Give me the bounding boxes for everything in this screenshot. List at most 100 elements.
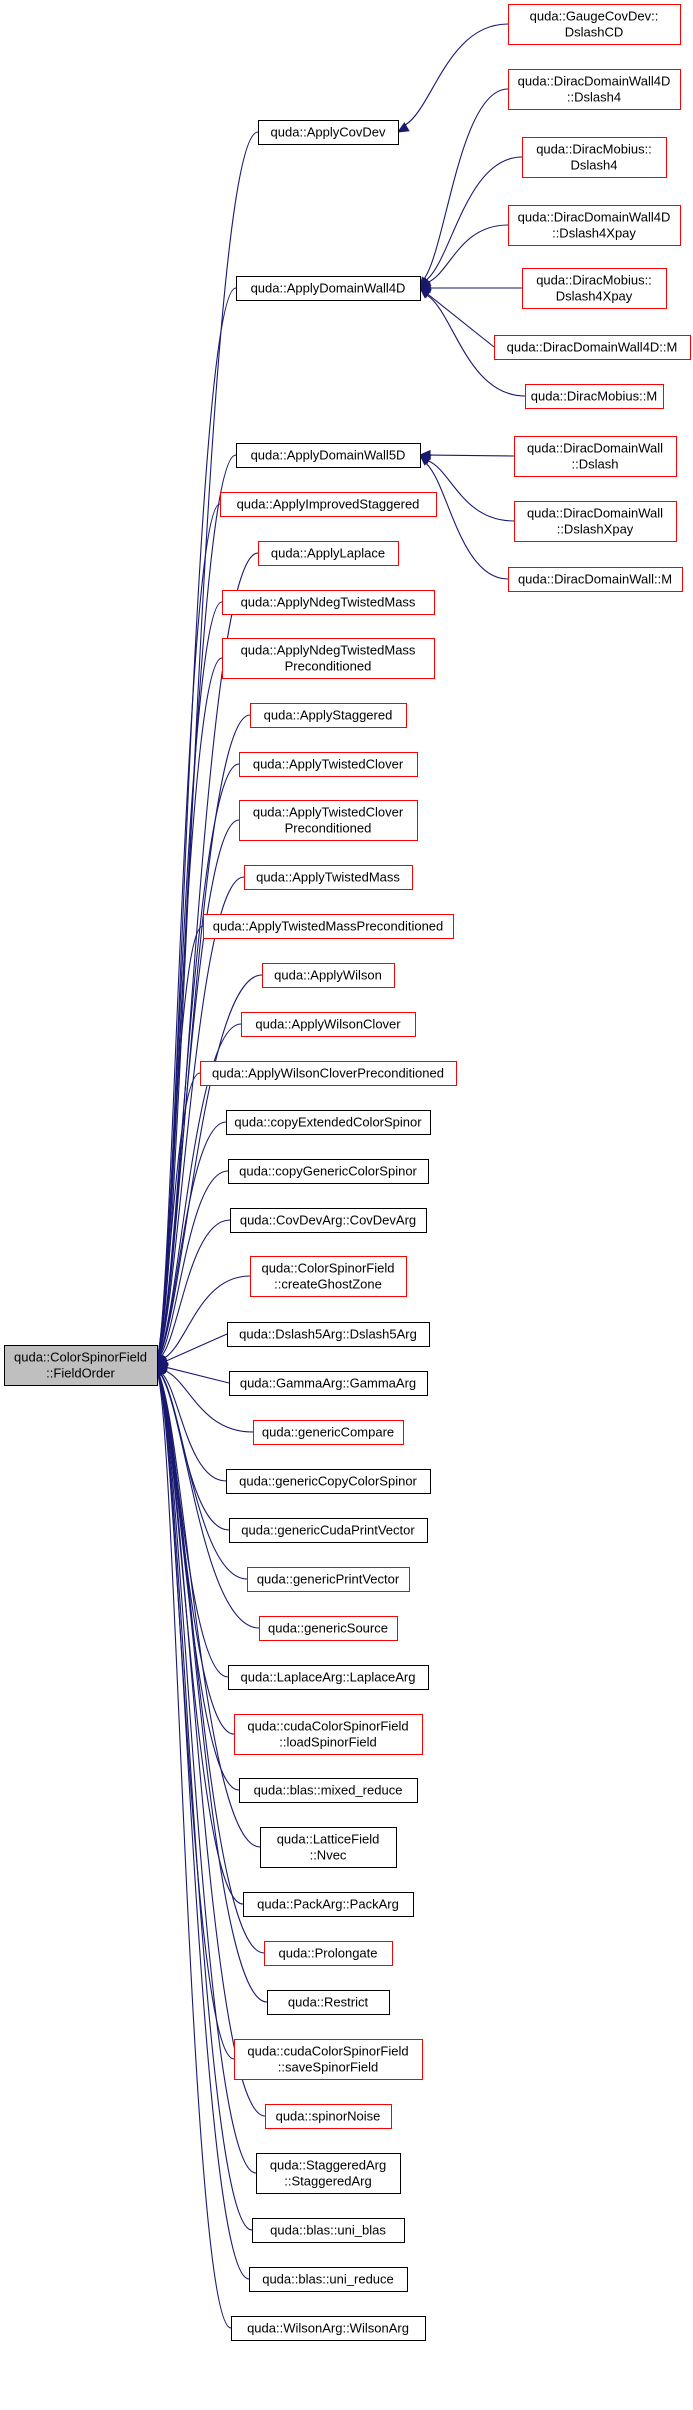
node-box: [220, 492, 437, 517]
node-box: [234, 2039, 423, 2080]
edge-n6-n5: [427, 224, 509, 283]
node-label: ::FieldOrder: [46, 1366, 115, 1381]
edge-root-n10: [157, 454, 237, 1356]
node-label: quda::ApplyTwistedMass: [256, 870, 400, 885]
node-quda-diracdomainwall4d-m[interactable]: quda::DiracDomainWall4D::M: [494, 335, 691, 360]
node-quda-diracdomainwall4d-dslash4xpay[interactable]: quda::DiracDomainWall4D::Dslash4Xpay: [508, 205, 681, 246]
node-quda-blas-mixed-reduce[interactable]: quda::blas::mixed_reduce: [239, 1778, 418, 1803]
node-label: quda::ApplyWilsonCloverPreconditioned: [212, 1066, 444, 1081]
node-label: quda::copyGenericColorSpinor: [239, 1164, 417, 1179]
node-quda-copygenericcolorspinor[interactable]: quda::copyGenericColorSpinor: [228, 1159, 429, 1184]
edge-n6-n8: [427, 293, 495, 348]
node-box: [259, 1616, 398, 1641]
node-quda-latticefield-nvec[interactable]: quda::LatticeField::Nvec: [260, 1827, 397, 1868]
node-quda-colorspinorfield-fieldorder[interactable]: quda::ColorSpinorField::FieldOrder: [4, 1345, 158, 1386]
edge-root-n30: [165, 1333, 228, 1362]
node-label: quda::blas::mixed_reduce: [254, 1783, 403, 1798]
node-quda-applydomainwall5d[interactable]: quda::ApplyDomainWall5D: [236, 443, 421, 468]
node-quda-laplacearg-laplacearg[interactable]: quda::LaplaceArg::LaplaceArg: [228, 1665, 429, 1690]
node-quda-wilsonarg-wilsonarg[interactable]: quda::WilsonArg::WilsonArg: [231, 2316, 426, 2341]
node-label: quda::StaggeredArg: [270, 2158, 386, 2173]
node-quda-diracmobius-dslash4[interactable]: quda::DiracMobius::Dslash4: [522, 137, 667, 178]
node-quda-spinornoise[interactable]: quda::spinorNoise: [265, 2104, 392, 2129]
node-label: quda::ApplyStaggered: [264, 708, 393, 723]
node-quda-gaugecovdev-dslashcd[interactable]: quda::GaugeCovDev::DslashCD: [508, 4, 681, 45]
edge-n6-n4: [425, 156, 523, 281]
node-quda-diracmobius-m[interactable]: quda::DiracMobius::M: [525, 384, 664, 409]
node-quda-diracdomainwall-m[interactable]: quda::DiracDomainWall::M: [508, 567, 683, 592]
node-quda-genericcompare[interactable]: quda::genericCompare: [253, 1420, 404, 1445]
node-quda-genericcudaprintvector[interactable]: quda::genericCudaPrintVector: [229, 1518, 428, 1543]
node-label: Dslash4: [571, 158, 618, 173]
node-label: quda::LaplaceArg::LaplaceArg: [241, 1670, 416, 1685]
node-box: [260, 1827, 397, 1868]
node-label: quda::ColorSpinorField: [14, 1350, 147, 1365]
node-label: quda::GaugeCovDev::: [530, 9, 659, 24]
edge-root-n21: [158, 876, 245, 1356]
node-label: quda::Restrict: [288, 1995, 369, 2010]
node-label: quda::cudaColorSpinorField: [247, 2044, 408, 2059]
node-label: quda::DiracDomainWall: [527, 506, 663, 521]
node-quda-copyextendedcolorspinor[interactable]: quda::copyExtendedColorSpinor: [226, 1110, 431, 1135]
node-quda-applyndegtwistedmass[interactable]: quda::ApplyNdegTwistedMass: [222, 590, 435, 615]
node-quda-cudacolorspinorfield-savespinorfield[interactable]: quda::cudaColorSpinorField::saveSpinorFi…: [234, 2039, 423, 2080]
edge-root-n28: [161, 1219, 231, 1357]
node-box: [4, 1345, 158, 1386]
node-quda-blas-uni-blas[interactable]: quda::blas::uni_blas: [252, 2218, 405, 2243]
node-quda-applydomainwall4d[interactable]: quda::ApplyDomainWall4D: [236, 276, 421, 301]
node-quda-applywilsoncloverpreconditioned[interactable]: quda::ApplyWilsonCloverPreconditioned: [200, 1061, 457, 1086]
node-quda-covdevarg-covdevarg[interactable]: quda::CovDevArg::CovDevArg: [230, 1208, 427, 1233]
node-quda-prolongate[interactable]: quda::Prolongate: [264, 1941, 393, 1966]
node-label: quda::copyExtendedColorSpinor: [234, 1115, 422, 1130]
node-box: [203, 914, 454, 939]
node-quda-dslash5arg-dslash5arg[interactable]: quda::Dslash5Arg::Dslash5Arg: [227, 1322, 430, 1347]
node-quda-blas-uni-reduce[interactable]: quda::blas::uni_reduce: [249, 2267, 408, 2292]
node-quda-staggeredarg-staggeredarg[interactable]: quda::StaggeredArg::StaggeredArg: [256, 2153, 401, 2194]
node-label: quda::ApplyTwistedClover: [253, 805, 404, 820]
node-box: [267, 1990, 390, 2015]
node-label: DslashCD: [565, 25, 624, 40]
node-quda-genericcopycolorspinor[interactable]: quda::genericCopyColorSpinor: [226, 1469, 431, 1494]
node-box: [200, 1061, 457, 1086]
node-quda-gammaarg-gammaarg[interactable]: quda::GammaArg::GammaArg: [229, 1371, 428, 1396]
node-quda-genericprintvector[interactable]: quda::genericPrintVector: [247, 1567, 410, 1592]
node-box: [256, 2153, 401, 2194]
node-box: [494, 335, 691, 360]
edge-root-n32: [164, 1370, 254, 1433]
node-quda-packarg-packarg[interactable]: quda::PackArg::PackArg: [243, 1892, 414, 1917]
node-quda-applystaggered[interactable]: quda::ApplyStaggered: [250, 703, 407, 728]
node-box: [243, 1892, 414, 1917]
node-box: [234, 1714, 423, 1755]
node-box: [249, 2267, 408, 2292]
node-label: quda::spinorNoise: [276, 2109, 381, 2124]
node-quda-diracdomainwall-dslashxpay[interactable]: quda::DiracDomainWall::DslashXpay: [514, 501, 677, 542]
node-quda-applytwistedclover[interactable]: quda::ApplyTwistedClover: [239, 752, 418, 777]
node-label: quda::DiracMobius::M: [531, 389, 657, 404]
node-label: quda::WilsonArg::WilsonArg: [247, 2321, 409, 2336]
node-box: [227, 1322, 430, 1347]
nodes-layer: quda::ColorSpinorField::FieldOrderquda::…: [4, 4, 691, 2341]
node-quda-applytwistedmasspreconditioned[interactable]: quda::ApplyTwistedMassPreconditioned: [203, 914, 454, 939]
node-quda-cudacolorspinorfield-loadspinorfield[interactable]: quda::cudaColorSpinorField::loadSpinorFi…: [234, 1714, 423, 1755]
node-quda-applytwistedmass[interactable]: quda::ApplyTwistedMass: [244, 865, 413, 890]
edge-root-n43: [158, 1374, 268, 2003]
node-label: quda::Prolongate: [278, 1946, 377, 1961]
node-box: [228, 1665, 429, 1690]
node-quda-applylaplace[interactable]: quda::ApplyLaplace: [258, 541, 399, 566]
node-quda-applywilson[interactable]: quda::ApplyWilson: [262, 963, 395, 988]
node-quda-applywilsonclover[interactable]: quda::ApplyWilsonClover: [241, 1012, 416, 1037]
node-box: [226, 1469, 431, 1494]
node-quda-restrict[interactable]: quda::Restrict: [267, 1990, 390, 2015]
node-quda-genericsource[interactable]: quda::genericSource: [259, 1616, 398, 1641]
node-quda-diracdomainwall-dslash[interactable]: quda::DiracDomainWall::Dslash: [514, 436, 677, 477]
node-quda-diracdomainwall4d-dslash4[interactable]: quda::DiracDomainWall4D::Dslash4: [508, 69, 681, 110]
node-label: ::StaggeredArg: [284, 2174, 371, 2189]
node-quda-colorspinorfield-createghostzone[interactable]: quda::ColorSpinorField::createGhostZone: [250, 1256, 407, 1297]
node-box: [239, 800, 418, 841]
node-quda-applyimprovedstaggered[interactable]: quda::ApplyImprovedStaggered: [220, 492, 437, 517]
edge-root-n24: [158, 1023, 242, 1356]
node-quda-applycovdev[interactable]: quda::ApplyCovDev: [258, 120, 399, 145]
node-quda-diracmobius-dslash4xpay[interactable]: quda::DiracMobius::Dslash4Xpay: [522, 268, 667, 309]
